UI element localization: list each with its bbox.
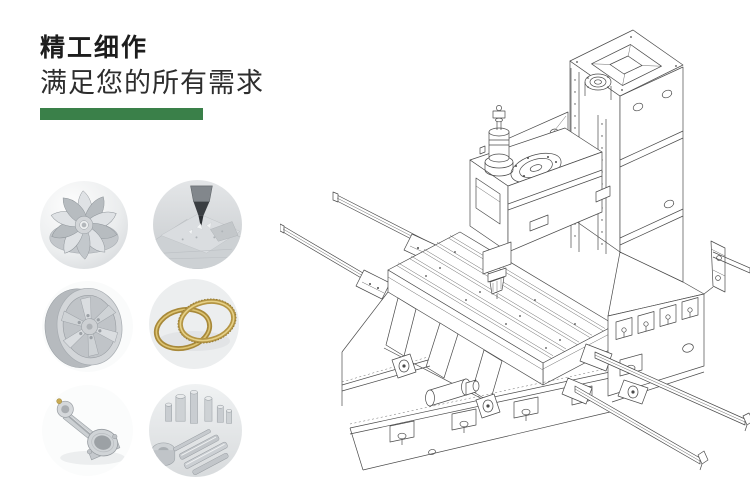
connecting-rod-icon [42, 385, 133, 476]
saddle-braces [383, 297, 503, 405]
cnc-milling-icon [153, 180, 242, 269]
column [569, 29, 684, 283]
machined-metal-parts-photo [149, 384, 242, 477]
turbine-impeller-icon [40, 181, 128, 269]
spindle-head [469, 105, 611, 299]
brass-rings-icon [149, 279, 239, 369]
green-accent-bar [40, 107, 203, 120]
cnc-milling-process-photo [153, 180, 242, 269]
right-bracket [703, 240, 750, 295]
brass-seal-rings-photo [149, 279, 239, 369]
right-beam-group [561, 343, 750, 471]
column-pedestal [607, 251, 705, 403]
header-block: 精工细作 满足您的所有需求 [40, 34, 264, 120]
alloy-wheel-icon [42, 281, 133, 372]
worktable [387, 231, 616, 386]
alloy-wheel-photo [42, 281, 133, 372]
machined-parts-icon [149, 384, 242, 477]
cnc-machine-line-drawing [280, 29, 750, 471]
turbine-impeller-photo [40, 181, 128, 269]
connecting-rod-photo [42, 385, 133, 476]
page-subtitle: 满足您的所有需求 [40, 67, 264, 99]
page-title: 精工细作 [40, 33, 149, 62]
